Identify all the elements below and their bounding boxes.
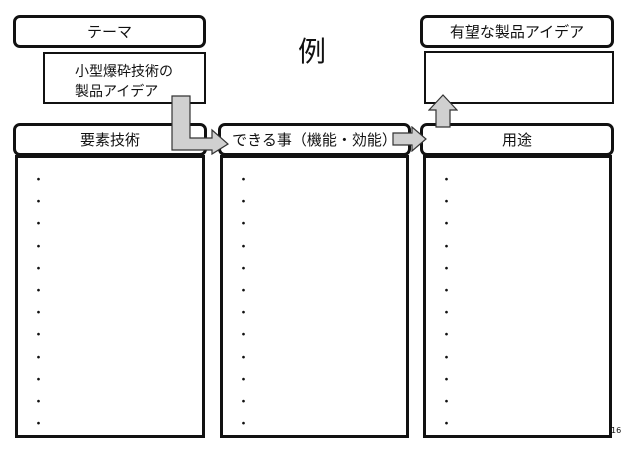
capabilities-header: できる事（機能・効能） bbox=[218, 123, 411, 156]
theme-body-line1: 小型爆砕技術の bbox=[75, 64, 173, 80]
list-bullet: ・ bbox=[32, 350, 46, 366]
uses-list: ・ ・ ・ ・ ・ ・ ・ ・ ・ ・ ・ ・ bbox=[423, 155, 612, 438]
list-bullet: ・ bbox=[32, 261, 46, 277]
list-bullet: ・ bbox=[32, 195, 46, 211]
list-bullet: ・ bbox=[440, 217, 454, 233]
promising-body bbox=[424, 51, 614, 104]
uses-header-label: 用途 bbox=[501, 131, 532, 149]
list-bullet: ・ bbox=[32, 372, 46, 388]
list-bullet: ・ bbox=[32, 394, 46, 410]
list-bullet: ・ bbox=[237, 417, 251, 433]
list-bullet: ・ bbox=[237, 239, 251, 255]
list-bullet: ・ bbox=[440, 350, 454, 366]
list-bullet: ・ bbox=[440, 328, 454, 344]
list-bullet: ・ bbox=[440, 195, 454, 211]
list-bullet: ・ bbox=[440, 417, 454, 433]
list-bullet: ・ bbox=[237, 328, 251, 344]
list-bullet: ・ bbox=[237, 173, 251, 188]
list-bullet: ・ bbox=[440, 394, 454, 410]
uses-header: 用途 bbox=[420, 123, 614, 156]
right-arrow-icon bbox=[392, 126, 427, 152]
theme-header: テーマ bbox=[13, 15, 206, 48]
list-bullet: ・ bbox=[32, 217, 46, 233]
list-bullet: ・ bbox=[32, 417, 46, 433]
theme-header-label: テーマ bbox=[86, 23, 132, 41]
promising-header: 有望な製品アイデア bbox=[420, 15, 614, 48]
theme-body: 小型爆砕技術の 製品アイデア bbox=[43, 52, 206, 104]
list-bullet: ・ bbox=[237, 372, 251, 388]
list-bullet: ・ bbox=[237, 350, 251, 366]
list-bullet: ・ bbox=[237, 261, 251, 277]
capabilities-list: ・ ・ ・ ・ ・ ・ ・ ・ ・ ・ ・ ・ bbox=[220, 155, 409, 438]
list-bullet: ・ bbox=[440, 306, 454, 322]
elements-header-label: 要素技術 bbox=[79, 131, 140, 149]
list-bullet: ・ bbox=[237, 394, 251, 410]
theme-body-line2: 製品アイデア bbox=[75, 84, 159, 100]
list-bullet: ・ bbox=[237, 217, 251, 233]
list-bullet: ・ bbox=[32, 306, 46, 322]
list-bullet: ・ bbox=[32, 328, 46, 344]
list-bullet: ・ bbox=[440, 239, 454, 255]
capabilities-header-label: できる事（機能・効能） bbox=[232, 131, 397, 149]
list-bullet: ・ bbox=[32, 173, 46, 188]
list-bullet: ・ bbox=[440, 261, 454, 277]
up-arrow-icon bbox=[428, 94, 458, 128]
list-bullet: ・ bbox=[32, 283, 46, 299]
elements-list: ・ ・ ・ ・ ・ ・ ・ ・ ・ ・ ・ ・ bbox=[15, 155, 205, 438]
list-bullet: ・ bbox=[440, 283, 454, 299]
list-bullet: ・ bbox=[237, 283, 251, 299]
list-bullet: ・ bbox=[237, 306, 251, 322]
list-bullet: ・ bbox=[32, 239, 46, 255]
promising-header-label: 有望な製品アイデア bbox=[449, 23, 585, 41]
list-bullet: ・ bbox=[440, 372, 454, 388]
example-label: 例 bbox=[298, 35, 327, 68]
page-number: 16 bbox=[611, 426, 622, 435]
bent-arrow-icon bbox=[171, 95, 230, 156]
list-bullet: ・ bbox=[440, 173, 454, 188]
list-bullet: ・ bbox=[237, 195, 251, 211]
